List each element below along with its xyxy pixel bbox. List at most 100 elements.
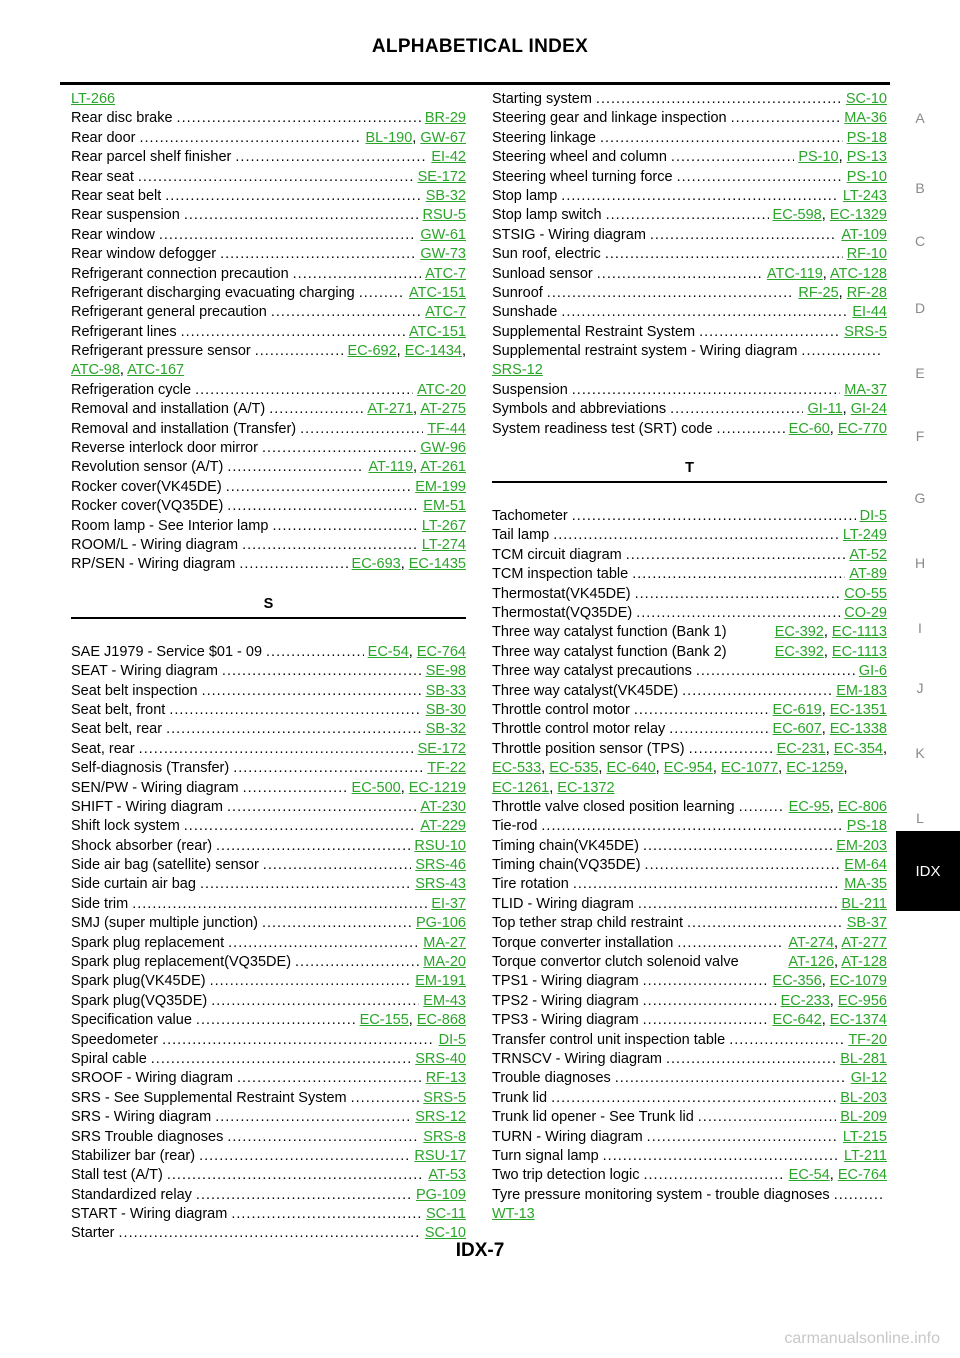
page-reference-link[interactable]: BL-211 [841, 895, 887, 912]
page-reference-link[interactable]: SB-32 [425, 721, 466, 738]
page-reference-link[interactable]: GW-96 [420, 440, 466, 457]
page-reference-link[interactable]: EI-44 [852, 304, 887, 321]
page-reference-link[interactable]: PG-109 [416, 1186, 466, 1203]
page-reference-link[interactable]: EM-191 [415, 973, 466, 990]
page-reference-link[interactable]: EC-354 [833, 740, 883, 757]
page-reference-link[interactable]: PS-13 [846, 149, 887, 166]
page-reference-link[interactable]: SE-172 [417, 168, 466, 185]
page-reference-link[interactable]: EC-1113 [831, 643, 887, 660]
page-reference-link[interactable]: EC-642 [772, 1012, 822, 1029]
page-reference-link[interactable]: GI-24 [850, 401, 887, 418]
page-reference-link[interactable]: LT-249 [842, 527, 887, 544]
page-reference-link[interactable]: SB-30 [425, 701, 466, 718]
page-reference-link[interactable]: RF-10 [846, 246, 887, 263]
page-reference-link[interactable]: ATC-167 [127, 362, 185, 379]
section-tab-a[interactable]: A [915, 110, 925, 126]
page-reference-link[interactable]: EC-1372 [557, 779, 615, 796]
page-reference-link[interactable]: EC-1079 [829, 973, 887, 990]
page-reference-link[interactable]: EC-535 [549, 760, 599, 777]
page-reference-link[interactable]: ATC-128 [830, 265, 887, 282]
page-reference-link[interactable]: SC-11 [425, 1206, 466, 1223]
page-reference-link[interactable]: LT-215 [842, 1128, 887, 1145]
page-reference-link[interactable]: CO-29 [844, 604, 887, 621]
page-reference-link[interactable]: EC-356 [772, 973, 822, 990]
page-reference-link[interactable]: AT-261 [420, 459, 466, 476]
page-reference-link[interactable]: LT-267 [421, 517, 466, 534]
page-reference-link[interactable]: SC-10 [845, 91, 887, 107]
page-reference-link[interactable]: SRS-12 [415, 1109, 466, 1126]
page-reference-link[interactable]: AT-53 [428, 1167, 466, 1184]
page-reference-link[interactable]: EC-607 [772, 721, 822, 738]
page-reference-link[interactable]: SRS-40 [415, 1050, 466, 1067]
page-reference-link[interactable]: ATC-151 [409, 323, 466, 340]
page-reference-link[interactable]: EI-42 [431, 149, 466, 166]
page-reference-link[interactable]: EC-155 [359, 1012, 409, 1029]
page-reference-link[interactable]: ATC-119 [766, 265, 823, 282]
page-reference-link[interactable]: DI-5 [859, 508, 887, 525]
page-reference-link[interactable]: AT-89 [849, 566, 887, 583]
page-reference-link[interactable]: CO-55 [844, 585, 887, 602]
page-reference-link[interactable]: PS-18 [846, 129, 887, 146]
page-reference-link[interactable]: EM-203 [836, 837, 887, 854]
section-tab-d[interactable]: D [914, 300, 926, 316]
section-tab-k[interactable]: K [915, 745, 925, 761]
section-tab-c[interactable]: C [914, 233, 926, 249]
page-reference-link[interactable]: PS-18 [846, 818, 887, 835]
page-reference-link[interactable]: DI-5 [438, 1031, 466, 1048]
page-reference-link[interactable]: EI-37 [431, 895, 466, 912]
page-reference-link[interactable]: AT-52 [849, 546, 887, 563]
page-reference-link[interactable]: SRS-43 [415, 876, 466, 893]
page-reference-link[interactable]: AT-126 [788, 954, 835, 971]
page-reference-link[interactable]: RF-13 [425, 1070, 466, 1087]
page-reference-link[interactable]: TF-22 [427, 760, 466, 777]
page-reference-link[interactable]: EC-1113 [831, 624, 887, 641]
page-reference-link[interactable]: BR-29 [424, 110, 466, 127]
page-reference-link[interactable]: AT-274 [788, 934, 835, 951]
page-reference-link[interactable]: SE-98 [425, 663, 466, 680]
page-reference-link[interactable]: LT-211 [844, 1147, 887, 1164]
page-reference-link[interactable]: AT-119 [368, 459, 414, 476]
page-reference-link[interactable]: EC-954 [663, 760, 713, 777]
page-reference-link[interactable]: EC-1434 [404, 343, 462, 360]
section-tab-l[interactable]: L [916, 810, 924, 826]
page-reference-link[interactable]: EC-1259 [786, 760, 844, 777]
page-reference-link[interactable]: RSU-5 [422, 207, 466, 224]
page-reference-link[interactable]: BL-190 [365, 129, 413, 146]
page-reference-link[interactable]: PG-106 [416, 915, 466, 932]
page-reference-link[interactable]: AT-229 [420, 818, 466, 835]
page-reference-link[interactable]: EC-764 [416, 643, 466, 660]
page-reference-link[interactable]: EC-392 [774, 624, 824, 641]
page-reference-link[interactable]: EC-233 [780, 992, 830, 1009]
page-reference-link[interactable]: SRS-46 [415, 857, 466, 874]
page-reference-link[interactable]: BL-281 [840, 1050, 887, 1067]
page-reference-link[interactable]: EC-95 [788, 798, 830, 815]
page-reference-link[interactable]: MA-35 [844, 876, 887, 893]
page-reference-link[interactable]: MA-20 [423, 954, 466, 971]
page-reference-link[interactable]: LT-274 [421, 536, 466, 553]
page-reference-link[interactable]: AT-230 [420, 798, 466, 815]
page-reference-link[interactable]: MA-27 [423, 934, 466, 951]
page-reference-link[interactable]: ATC-151 [409, 284, 466, 301]
page-reference-link[interactable]: EC-770 [837, 420, 887, 437]
page-reference-link[interactable]: RSU-17 [414, 1147, 466, 1164]
page-reference-link[interactable]: AT-109 [841, 226, 887, 243]
page-reference-link[interactable]: EC-1329 [829, 207, 887, 224]
section-tab-f[interactable]: F [915, 428, 925, 444]
section-tab-g[interactable]: G [914, 490, 926, 506]
page-reference-link[interactable]: EM-183 [836, 682, 887, 699]
page-reference-link[interactable]: EC-1261 [492, 779, 550, 796]
section-tab-h[interactable]: H [914, 555, 926, 571]
page-reference-link[interactable]: EC-1077 [720, 760, 779, 777]
page-reference-link[interactable]: ATC-20 [417, 381, 466, 398]
page-reference-link[interactable]: SRS-5 [423, 1089, 466, 1106]
page-reference-link[interactable]: SE-172 [417, 740, 466, 757]
page-reference-link[interactable]: EC-1435 [408, 556, 466, 573]
page-reference-link[interactable]: EC-692 [347, 343, 397, 360]
page-reference-link[interactable]: LT-243 [842, 187, 887, 204]
page-reference-link[interactable]: AT-275 [420, 401, 466, 418]
page-reference-link[interactable]: SB-33 [425, 682, 466, 699]
page-reference-link[interactable]: EM-51 [423, 498, 466, 515]
page-reference-link[interactable]: AT-271 [367, 401, 414, 418]
section-tab-i[interactable]: I [918, 620, 922, 636]
page-reference-link[interactable]: EC-392 [774, 643, 824, 660]
